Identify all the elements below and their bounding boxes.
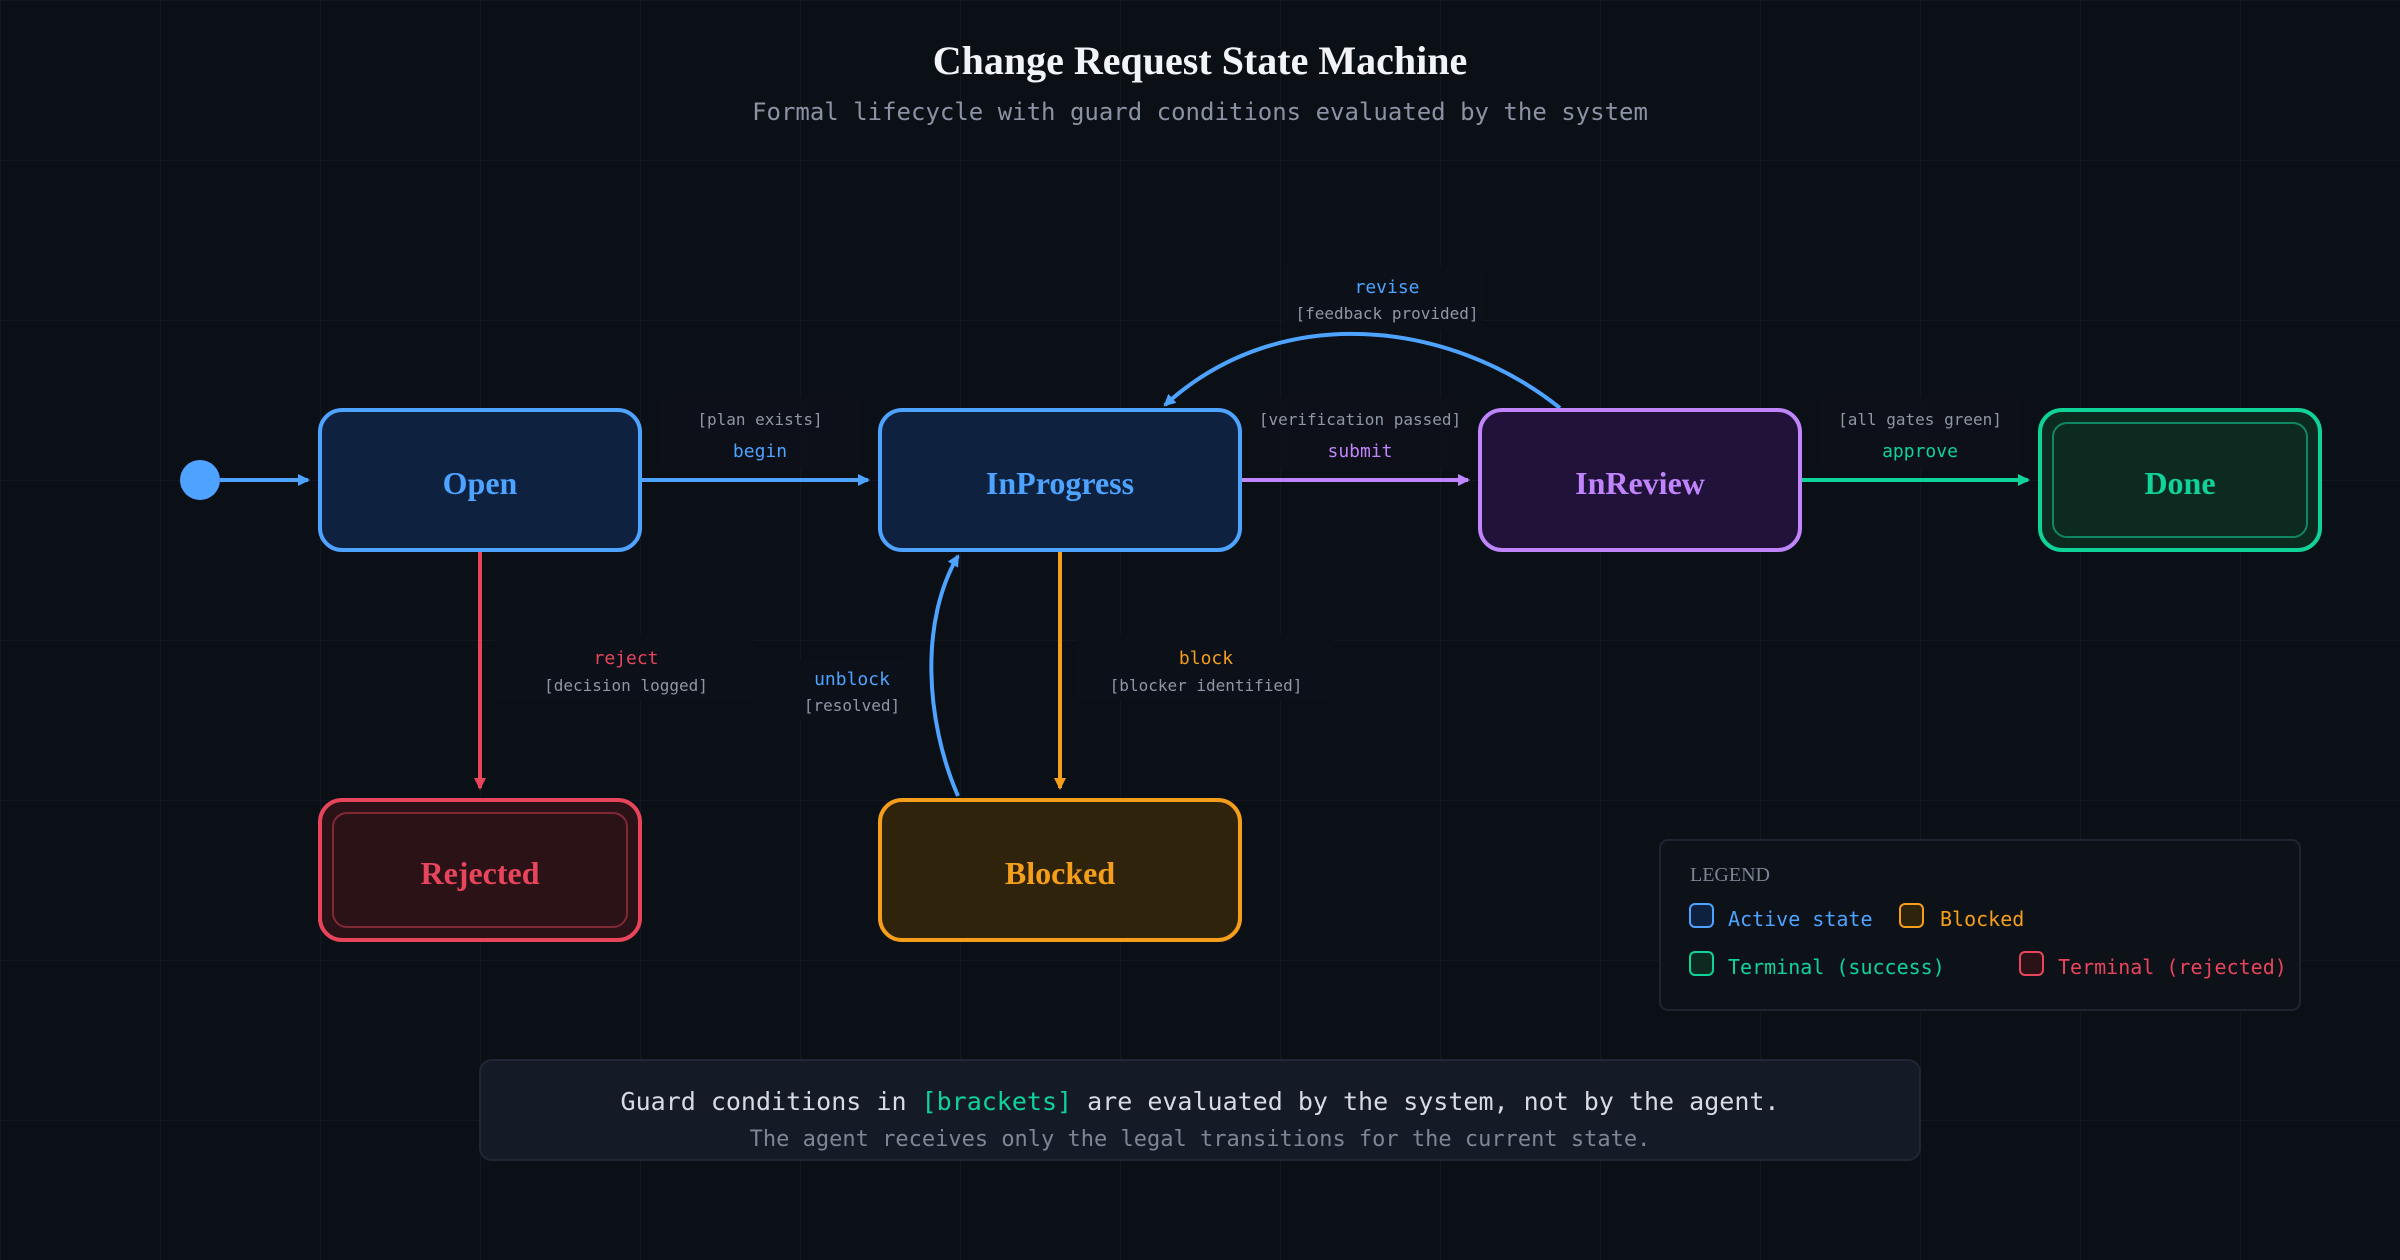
reject-guard: [decision logged] xyxy=(544,676,708,695)
revise-transition-arrow xyxy=(1163,331,1562,410)
legend-rejected-swatch xyxy=(2019,951,2044,976)
legend-success-swatch xyxy=(1689,951,1714,976)
state-inreview: InReview xyxy=(1478,408,1802,552)
guard-note-prefix: Guard conditions in xyxy=(621,1087,922,1116)
state-open-box xyxy=(318,408,642,552)
guard-note-box xyxy=(479,1059,1921,1161)
guard-note-sub: The agent receives only the legal transi… xyxy=(750,1127,1651,1152)
approve-guard: [all gates green] xyxy=(1838,410,2002,429)
unblock-label-bg xyxy=(800,660,904,720)
legend-success-label: Terminal (success) xyxy=(1728,955,1945,979)
state-blocked: Blocked xyxy=(878,798,1242,942)
initial-state-dot xyxy=(180,460,220,500)
state-inreview-box xyxy=(1478,408,1802,552)
approve-label-bg xyxy=(1820,398,2020,470)
block-event: block xyxy=(1179,648,1233,669)
submit-guard: [verification passed] xyxy=(1259,410,1461,429)
legend-active-swatch xyxy=(1689,903,1714,928)
page-title: Change Request State Machine xyxy=(933,38,1467,83)
begin-guard: [plan exists] xyxy=(697,410,822,429)
reject-label-bg xyxy=(496,634,754,700)
legend-blocked-label: Blocked xyxy=(1940,907,2024,931)
legend-box xyxy=(1659,839,2301,1011)
unblock-transition-arrow xyxy=(929,554,960,797)
unblock-guard: [resolved] xyxy=(804,696,900,715)
unblock-event: unblock xyxy=(814,669,890,690)
state-inprogress-box xyxy=(878,408,1242,552)
state-inreview-label: InReview xyxy=(1575,465,1705,501)
guard-note: Guard conditions in [brackets] are evalu… xyxy=(479,1059,1921,1161)
revise-label-bg xyxy=(1283,266,1483,330)
state-open-label: Open xyxy=(443,465,518,501)
state-inprogress: InProgress xyxy=(878,408,1242,552)
legend-blocked-swatch xyxy=(1899,903,1924,928)
state-inprogress-label: InProgress xyxy=(986,465,1134,501)
begin-event: begin xyxy=(733,441,787,462)
guard-note-suffix: are evaluated by the system, not by the … xyxy=(1072,1087,1779,1116)
approve-event: approve xyxy=(1882,441,1958,462)
legend: LEGEND Active state Blocked Terminal (su… xyxy=(1659,839,2301,1011)
revise-event: revise xyxy=(1354,277,1419,298)
state-done: Done xyxy=(2038,408,2322,552)
legend-rejected-label: Terminal (rejected) xyxy=(2058,955,2287,979)
submit-event: submit xyxy=(1327,441,1392,462)
state-rejected: Rejected xyxy=(318,798,642,942)
reject-event: reject xyxy=(593,648,658,669)
state-done-box xyxy=(2038,408,2322,552)
begin-label-bg xyxy=(660,398,860,470)
state-rejected-label: Rejected xyxy=(420,855,539,891)
legend-title: LEGEND xyxy=(1690,864,1770,886)
guard-note-main: Guard conditions in [brackets] are evalu… xyxy=(621,1087,1780,1116)
legend-active-label: Active state xyxy=(1728,907,1873,931)
revise-guard: [feedback provided] xyxy=(1295,304,1478,323)
block-guard: [blocker identified] xyxy=(1110,676,1303,695)
state-done-label: Done xyxy=(2144,465,2215,501)
state-rejected-box xyxy=(318,798,642,942)
submit-label-bg xyxy=(1255,398,1465,470)
page-subtitle: Formal lifecycle with guard conditions e… xyxy=(752,98,1648,126)
state-open: Open xyxy=(318,408,642,552)
block-label-bg xyxy=(1076,634,1334,700)
state-rejected-inner-border xyxy=(332,812,628,928)
state-blocked-label: Blocked xyxy=(1005,855,1115,891)
state-done-inner-border xyxy=(2052,422,2308,538)
state-blocked-box xyxy=(878,798,1242,942)
guard-note-highlight: [brackets] xyxy=(922,1087,1073,1116)
